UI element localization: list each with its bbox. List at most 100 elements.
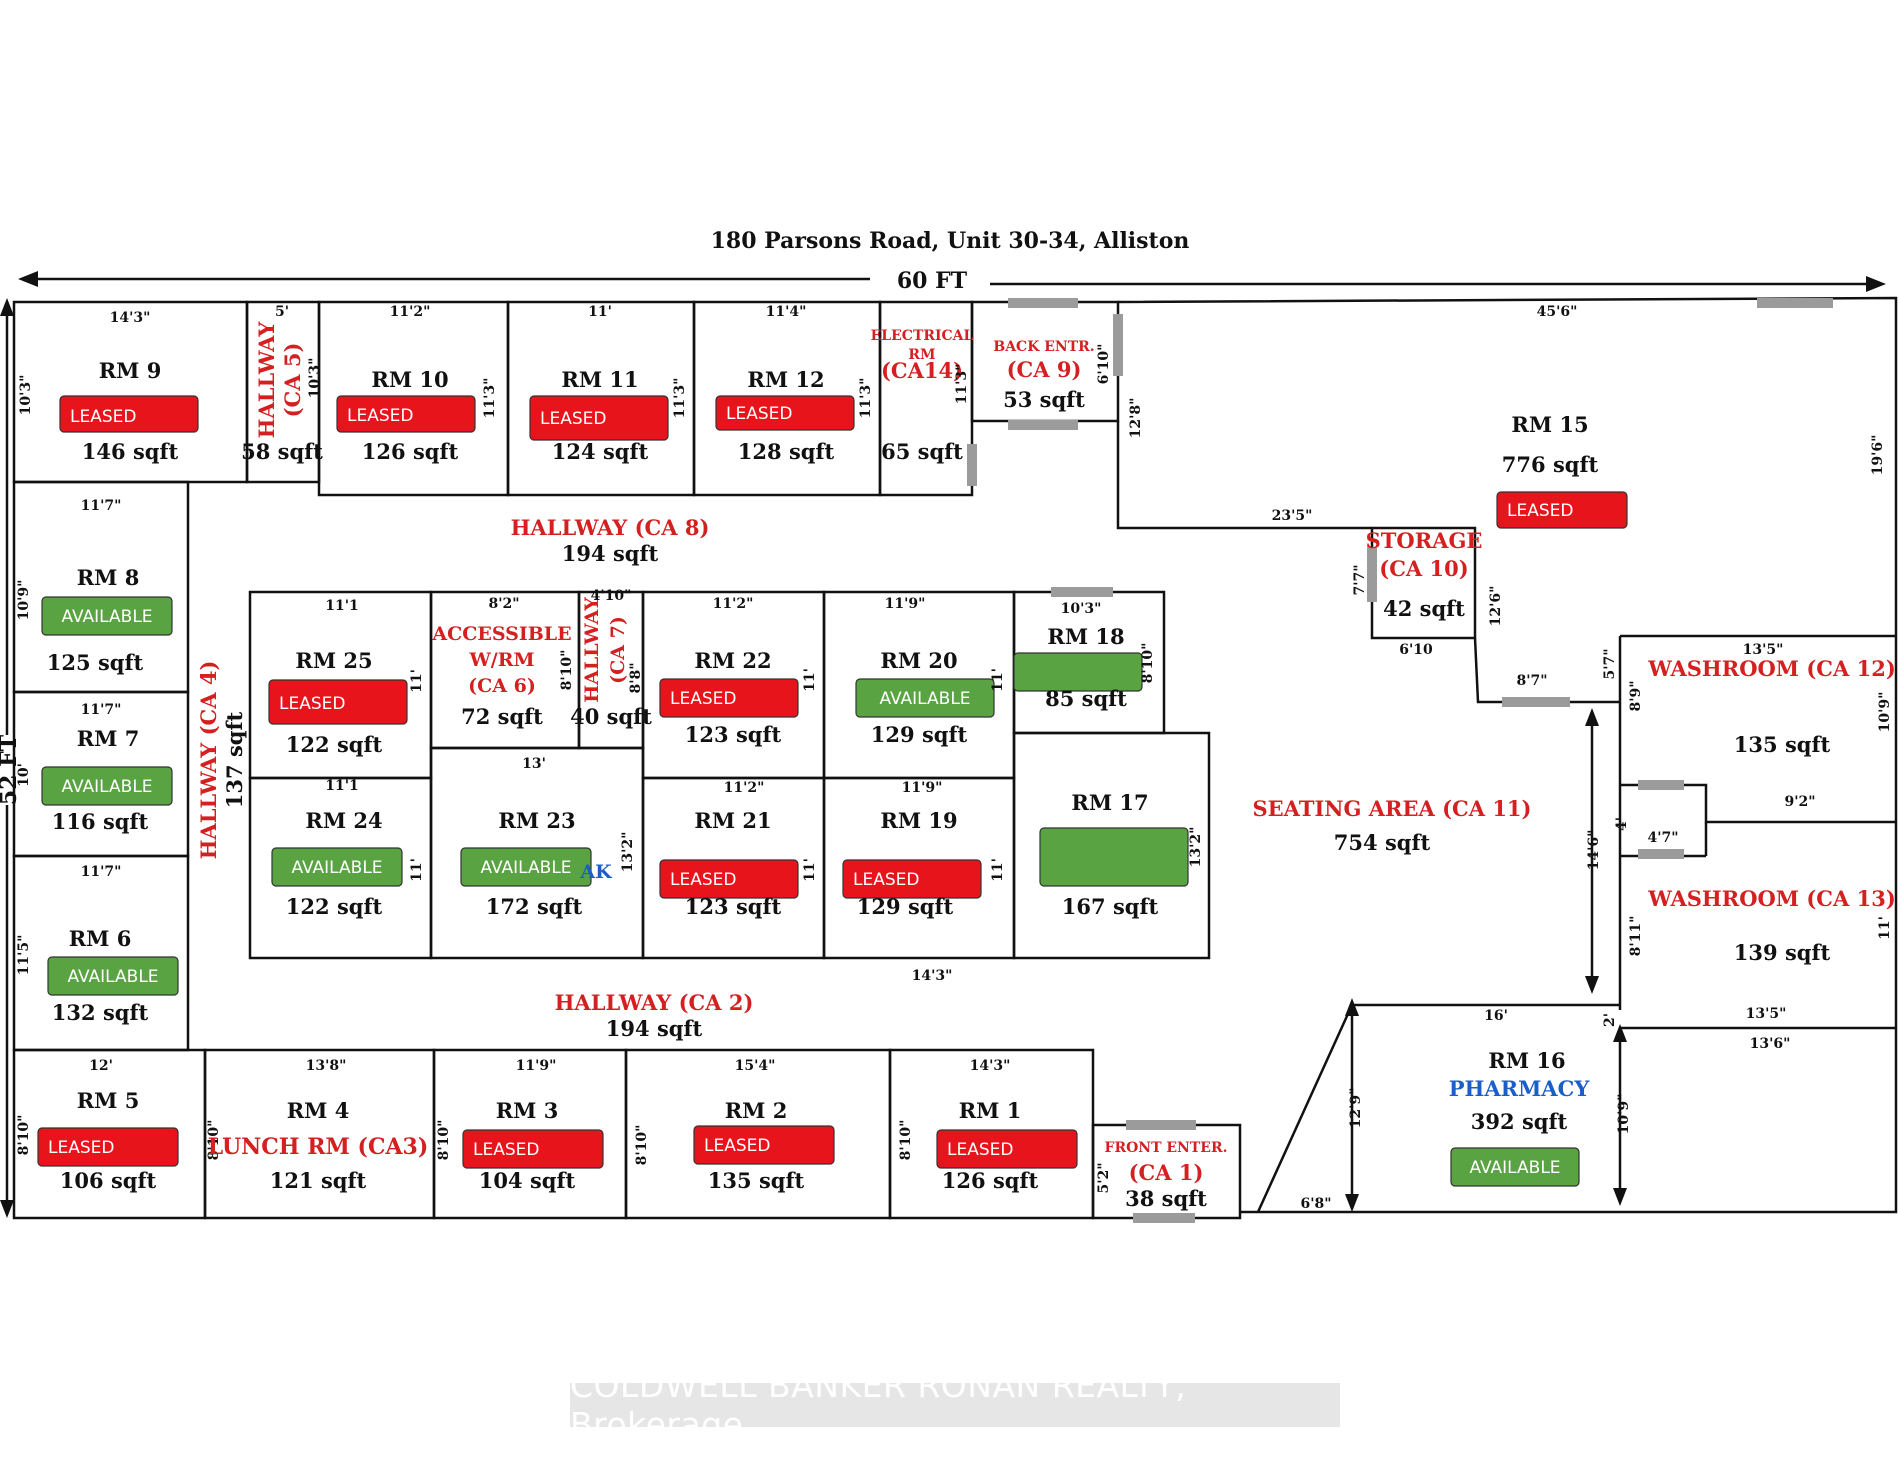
rm4-dim-side: 8'10" (206, 1120, 222, 1161)
rm23-name: RM 23 (498, 808, 575, 833)
rm11-area: 124 sqft (552, 439, 649, 464)
ca5-dim-top: 5' (275, 304, 289, 320)
rm24-name: RM 24 (305, 808, 382, 833)
rm1-area: 126 sqft (942, 1168, 1039, 1193)
ca12-area: 135 sqft (1734, 732, 1831, 757)
rm16-dim-bottom: 6'8" (1300, 1196, 1331, 1212)
rm16-status-label: AVAILABLE (1469, 1158, 1560, 1178)
rm15-dim-side: 19'6" (1870, 435, 1886, 476)
rm22-area: 123 sqft (685, 722, 782, 747)
ca12-dim-left1: 5'7" (1602, 648, 1618, 679)
rm25-name: RM 25 (295, 648, 372, 673)
ca8-area: 194 sqft (562, 541, 659, 566)
ca13-dim-bottom: 13'6" (1750, 1036, 1791, 1052)
rm21-status-tag (659, 859, 799, 899)
rm3-status-tag (462, 1129, 604, 1169)
rm25-status-label: LEASED (279, 694, 345, 714)
rm11-dim-top: 11' (588, 304, 612, 320)
rm5-dim-top: 12' (89, 1058, 113, 1074)
rm2-name: RM 2 (725, 1098, 788, 1123)
ca11-area: 754 sqft (1334, 830, 1431, 855)
rm7-dim-side: 10' (16, 763, 32, 787)
rm8-status-label: AVAILABLE (61, 607, 152, 627)
ca12-dim-top: 13'5" (1743, 642, 1784, 658)
rm1-name: RM 1 (959, 1098, 1022, 1123)
rm7-dim-top: 11'7" (81, 702, 122, 718)
rm16-sub: PHARMACY (1449, 1076, 1591, 1101)
ca10-dim-right: 12'6" (1488, 586, 1504, 627)
ca14-label-3: (CA14) (881, 358, 963, 383)
rm16-name: RM 16 (1488, 1048, 1565, 1073)
rm23-dim-top: 13' (522, 756, 546, 772)
measure-arrows (1345, 708, 1627, 1212)
ca9-label-1: BACK ENTR. (993, 339, 1094, 355)
rm6-area: 132 sqft (52, 1000, 149, 1025)
rm19-name: RM 19 (880, 808, 957, 833)
ca6-dim-side: 8'10" (559, 650, 575, 691)
rm16-status-tag (1450, 1147, 1580, 1187)
rm4-dim-top: 13'8" (306, 1058, 347, 1074)
rm19-dim-top: 11'9" (902, 780, 943, 796)
rm7-status-label: AVAILABLE (61, 777, 152, 797)
rm21-dim-top: 11'2" (724, 780, 765, 796)
ca13-area: 139 sqft (1734, 940, 1831, 965)
ca1-label-1: FRONT ENTER. (1105, 1140, 1228, 1156)
rm21-status-label: LEASED (670, 870, 736, 890)
ca11-dim-vert: 14'6" (1586, 830, 1602, 871)
rm4-name: RM 4 (287, 1098, 350, 1123)
rm23-status-label: AVAILABLE (480, 858, 571, 878)
rm11-dim-side: 11'3" (672, 378, 688, 419)
rm19-area: 129 sqft (857, 894, 954, 919)
rm10-name: RM 10 (371, 367, 448, 392)
rm2-dim-side: 8'10" (634, 1125, 650, 1166)
rm15-dim-mid: 23'5" (1272, 508, 1313, 524)
rm19-status-label: LEASED (853, 870, 919, 890)
rm25-dim-side: 11' (409, 669, 425, 693)
ca8-label: HALLWAY (CA 8) (511, 515, 710, 540)
door-markers (967, 298, 1833, 1223)
rm8-dim-side: 10'9" (16, 580, 32, 621)
ca4-area: 137 sqft (222, 712, 247, 809)
rm19-status-tag (842, 859, 982, 899)
ca6-label-2: W/RM (468, 649, 534, 671)
ca13-dim-small-h: 4' (1614, 817, 1630, 831)
ca7-label-1: HALLWAY (581, 597, 603, 703)
rm10-status-label: LEASED (347, 406, 413, 426)
rm22-name: RM 22 (694, 648, 771, 673)
rm8-dim-top: 11'7" (81, 498, 122, 514)
ca13-dim-top: 13'5" (1746, 1006, 1787, 1022)
ca5-area: 58 sqft (241, 439, 323, 464)
ca1-dim-side: 5'2" (1096, 1162, 1112, 1193)
rm9-status-label: LEASED (70, 407, 136, 427)
rm16-dim-side: 10'9" (1616, 1094, 1632, 1135)
ca6-dim-top: 8'2" (488, 596, 519, 612)
overall-height-label: 52 FT (0, 734, 22, 805)
ca14-area: 65 sqft (881, 439, 963, 464)
rm18-name: RM 18 (1047, 624, 1124, 649)
ca7-dim-side: 8'8" (628, 662, 644, 693)
ca13-label: WASHROOM (CA 13) (1647, 886, 1896, 911)
rm24-area: 122 sqft (286, 894, 383, 919)
walls (12, 296, 1898, 1220)
rm7-name: RM 7 (77, 726, 140, 751)
rm11-name: RM 11 (561, 367, 638, 392)
rm23-dim-side: 13'2" (620, 832, 636, 873)
ca1-label-2: (CA 1) (1129, 1160, 1204, 1185)
brokerage-watermark: COLDWELL BANKER RONAN REALTY, Brokerage (570, 1366, 1340, 1444)
overall-width-arrow (18, 271, 1886, 292)
rm6-dim-top: 11'7" (81, 864, 122, 880)
rm17-area: 167 sqft (1062, 894, 1159, 919)
ca10-label-1: STORAGE (1366, 528, 1483, 553)
rm3-name: RM 3 (496, 1098, 559, 1123)
rm17-dim-side: 13'2" (1188, 827, 1204, 868)
rm20-status-tag (855, 678, 995, 718)
rm15-status-tag (1496, 491, 1628, 529)
rm3-dim-side: 8'10" (436, 1120, 452, 1161)
rm25-dim-top: 11'1 (325, 598, 359, 614)
ca7-label-2: (CA 7) (607, 616, 629, 684)
ca5-label-2: (CA 5) (280, 343, 305, 418)
rm24-dim-side: 11' (409, 858, 425, 882)
rm6-status-tag (47, 956, 179, 996)
ca14-label-2: RM (908, 347, 935, 363)
